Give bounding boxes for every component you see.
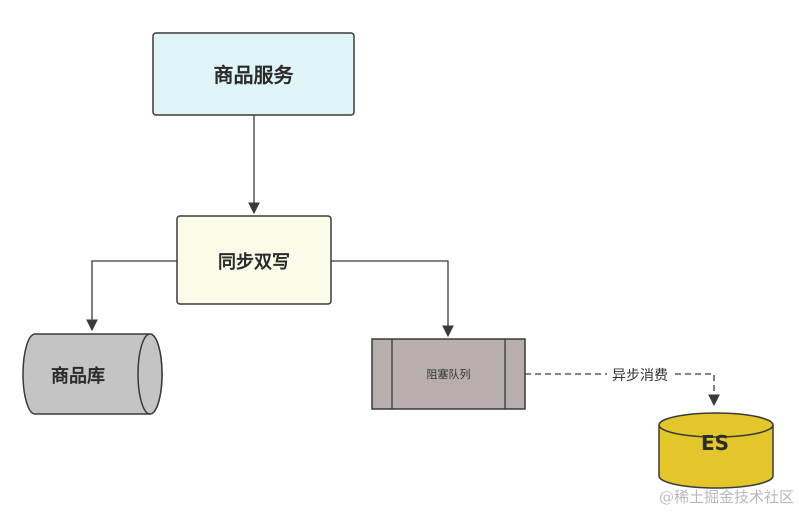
blocking-queue-node: 阻塞队列 [371, 338, 526, 410]
product-db-label: 商品库 [51, 365, 105, 387]
es-label: ES [701, 431, 729, 455]
sync-double-write-node: 同步双写 [176, 215, 332, 305]
sync-double-write-label: 同步双写 [218, 251, 290, 273]
blocking-queue-box [371, 338, 526, 410]
watermark-text: @稀土掘金技术社区 [659, 488, 794, 506]
edge-sync-write-to-product-db [86, 260, 177, 332]
product-service-label: 商品服务 [214, 63, 295, 87]
async-consume-label: 异步消费 [612, 368, 668, 384]
product-service-node: 商品服务 [152, 32, 355, 116]
product-db-node: 商品库 [22, 333, 163, 415]
sync-double-write-box [176, 215, 332, 305]
edge-queue-to-es [525, 373, 720, 407]
edge-sync-write-to-blocking-queue [331, 260, 454, 338]
es-node: ES [658, 412, 774, 489]
es-cylinder-top [658, 412, 774, 438]
product-db-cylinder-cap [137, 333, 163, 415]
es-cylinder-body [658, 425, 774, 489]
async-consume-label-bg [607, 364, 673, 384]
blocking-queue-label: 阻塞队列 [427, 367, 471, 381]
